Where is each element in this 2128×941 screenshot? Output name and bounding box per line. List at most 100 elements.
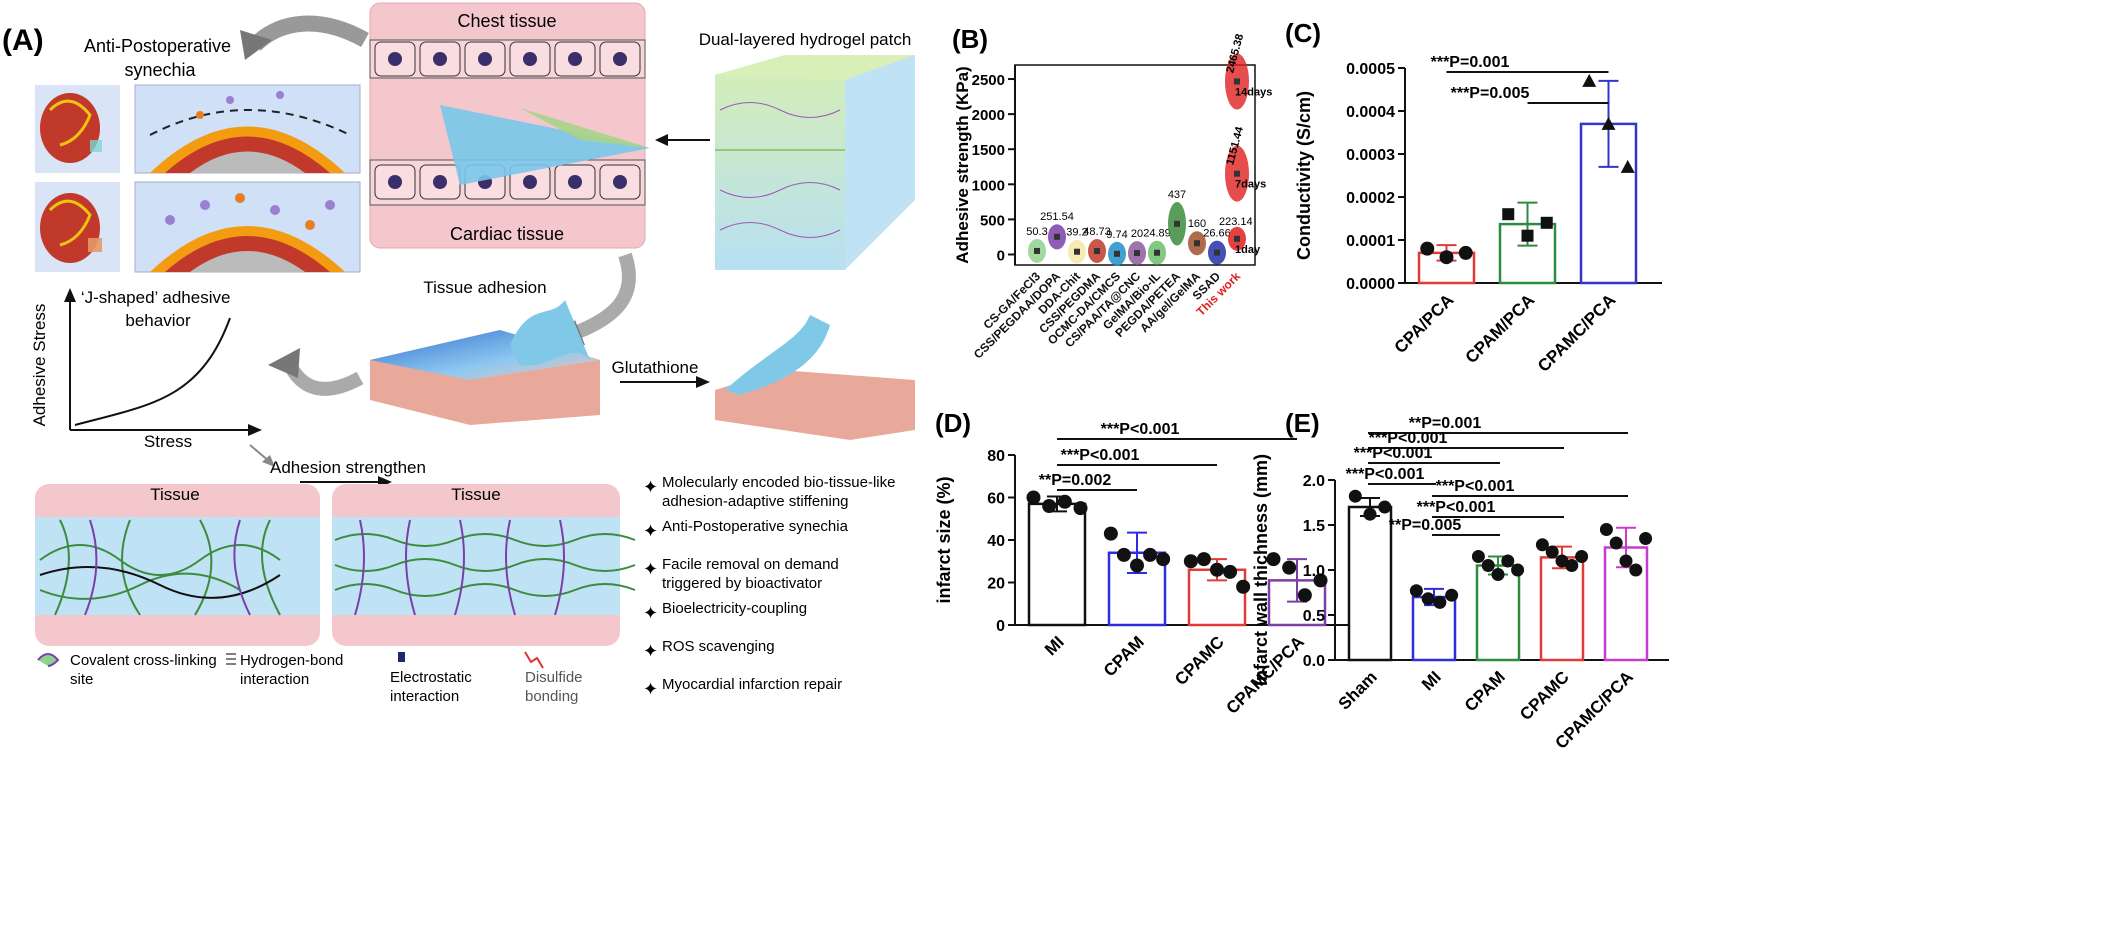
- data-point: [1234, 78, 1240, 85]
- significance-label: ***P<0.001: [1061, 447, 1140, 464]
- j-caption-l2: behavior: [125, 311, 191, 330]
- removed-patch-block: [715, 315, 915, 440]
- data-point: [1103, 526, 1118, 541]
- data-point: [1421, 592, 1435, 606]
- significance-label: **P=0.001: [1409, 415, 1482, 432]
- tissue-label-left: Tissue: [150, 485, 199, 504]
- significance-label: ***P<0.001: [1436, 478, 1515, 495]
- hydrogen-bond-icon: [226, 653, 236, 665]
- electrostatic-icon: [398, 652, 405, 662]
- y-tick-label: 1.5: [1303, 518, 1325, 535]
- panel-label: (E): [1285, 408, 1320, 438]
- cell-nucleus: [523, 175, 537, 189]
- data-point: [1378, 500, 1392, 514]
- data-point: [1282, 560, 1297, 575]
- data-point: [1156, 552, 1171, 567]
- data-point: [1599, 523, 1613, 536]
- cell-nucleus: [433, 175, 447, 189]
- data-point: [1154, 249, 1160, 256]
- data-point: [1094, 248, 1100, 255]
- feature-item-6: Myocardial infarction repair: [662, 676, 842, 693]
- data-point: [1620, 159, 1635, 173]
- cell-nucleus: [568, 52, 582, 66]
- schematic-panel-a: (A) Anti-Postoperative synechia: [2, 2, 915, 705]
- bar: [1347, 505, 1393, 662]
- sparkle-icon: ✦: [643, 521, 658, 541]
- tissue-sandwich: [369, 2, 650, 249]
- data-label: 24.89: [1143, 228, 1171, 240]
- y-axis-title: Infarct wall thichness (mm): [1251, 454, 1271, 686]
- adhesive-stress-axis-label: Adhesive Stress: [30, 304, 49, 427]
- y-tick-label: 0.0002: [1346, 190, 1395, 207]
- bar: [1027, 502, 1087, 627]
- bar: [1539, 556, 1585, 662]
- cell-nucleus: [388, 52, 402, 66]
- glutathione-label: Glutathione: [612, 358, 699, 377]
- adhesion-strengthen-label: Adhesion strengthen: [270, 458, 426, 477]
- data-point: [1054, 233, 1060, 240]
- data-point: [1409, 584, 1423, 598]
- sparkle-icon: ✦: [643, 477, 658, 497]
- network-before: [35, 484, 320, 646]
- x-tick-label: CPAMC/PCA: [1534, 290, 1619, 375]
- data-point: [1629, 563, 1643, 577]
- data-label: 39.2: [1066, 227, 1087, 239]
- y-tick-label: 0: [997, 247, 1005, 264]
- panel-label: (C): [1285, 18, 1321, 48]
- data-point: [1183, 554, 1198, 569]
- data-point: [1313, 573, 1328, 588]
- network-after: [332, 484, 636, 646]
- y-tick-label: 0.0003: [1346, 147, 1395, 164]
- tissue-label-right: Tissue: [451, 485, 500, 504]
- tissue-adhesion-label: Tissue adhesion: [423, 278, 546, 297]
- data-label: 437: [1168, 189, 1186, 201]
- data-point: [1042, 499, 1057, 513]
- j-curve: [74, 317, 231, 426]
- chest-tissue-label: Chest tissue: [457, 11, 556, 31]
- y-axis-title: infarct size (%): [934, 476, 954, 603]
- chart-c: (C)0.00000.00010.00020.00030.00040.0005C…: [1285, 18, 1662, 376]
- data-point: [1130, 558, 1144, 573]
- data-point: [1210, 562, 1224, 577]
- data-point: [1555, 554, 1569, 568]
- heart-illustration-top: [35, 85, 120, 173]
- data-label: 9.74: [1106, 229, 1127, 241]
- feature-item-2: Anti-Postoperative synechia: [662, 518, 849, 535]
- synechia-title-l2: synechia: [124, 60, 196, 80]
- data-point: [1114, 250, 1120, 257]
- panel-a-label: (A): [2, 24, 44, 57]
- cell-nucleus: [478, 52, 492, 66]
- y-tick-label: 2.0: [1303, 473, 1325, 490]
- data-label: 160: [1188, 218, 1206, 230]
- significance-label: ***P=0.005: [1451, 85, 1530, 102]
- cell-nucleus: [388, 175, 402, 189]
- arrow-left-icon: [655, 134, 668, 146]
- y-tick-label: 20: [987, 576, 1005, 593]
- y-tick-label: 0: [996, 618, 1005, 635]
- cell-nucleus: [568, 175, 582, 189]
- data-point: [1582, 73, 1597, 87]
- j-shaped-caption: ‘J-shaped’ adhesive behavior: [81, 288, 235, 330]
- data-point: [1501, 554, 1515, 568]
- data-point: [1540, 216, 1553, 229]
- significance-label: **P=0.005: [1389, 517, 1462, 534]
- y-tick-label: 2500: [972, 72, 1005, 89]
- data-point: [1471, 550, 1485, 563]
- x-tick-label: MI: [1041, 632, 1068, 659]
- significance-label: ***P<0.001: [1417, 499, 1496, 516]
- y-tick-label: 40: [987, 533, 1005, 550]
- heart-illustration-bottom: [35, 182, 120, 272]
- data-point: [1445, 588, 1459, 602]
- significance-label: ***P<0.001: [1369, 430, 1448, 447]
- data-point: [1619, 554, 1633, 568]
- data-point: [1214, 249, 1220, 256]
- feature-item-5: ROS scavenging: [662, 638, 775, 655]
- data-point: [1236, 579, 1251, 594]
- synechia-title-l1: Anti-Postoperative: [84, 36, 231, 56]
- sparkle-icon: ✦: [643, 559, 658, 579]
